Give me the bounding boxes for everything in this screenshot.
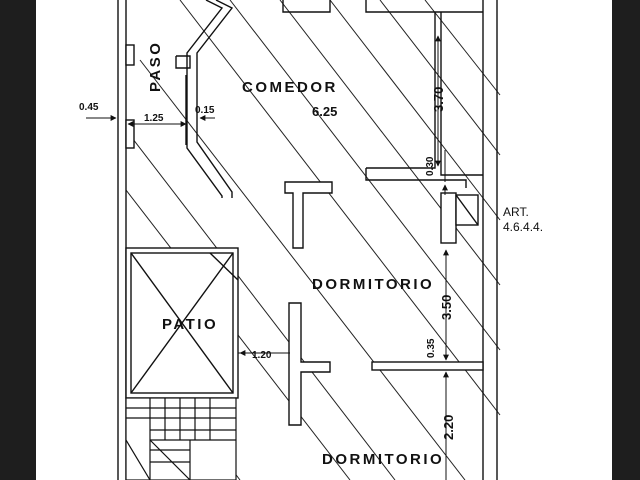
dimension-0-35: 0.35 — [426, 338, 437, 358]
dimension-3-50: 3.50 — [439, 295, 454, 320]
left-margin — [0, 0, 36, 480]
dimension-0-30: 0.30 — [425, 156, 436, 176]
dormitorio-right-wall — [371, 361, 484, 371]
article-ref-line-1: ART. — [503, 205, 529, 219]
passage-curved-wall — [175, 0, 234, 198]
center-t-wall — [284, 181, 333, 249]
paso-label: PASO — [147, 41, 164, 92]
dimension-1-20: 1.20 — [252, 350, 272, 361]
article-ref-line-2: 4.6.4.4. — [503, 220, 543, 234]
dormitorio-label-upper: DORMITORIO — [312, 276, 434, 293]
comedor-label: COMEDOR — [242, 79, 338, 96]
dimension-2-20: 2.20 — [441, 415, 456, 440]
top-wall-fragments — [282, 0, 483, 34]
right-margin — [612, 0, 640, 480]
comedor-area-label: 6.25 — [312, 104, 337, 119]
dimension-0-15: 0.15 — [195, 105, 215, 116]
dimension-3-70: 3.70 — [431, 87, 446, 112]
dimension-lines — [86, 35, 449, 480]
staircase — [125, 397, 237, 480]
left-wall-pillars — [125, 44, 135, 149]
dormitorio-label-lower: DORMITORIO — [322, 451, 444, 468]
patio-label: PATIO — [162, 316, 218, 333]
patio — [125, 247, 239, 399]
dormitorio-cross-wall — [288, 302, 331, 426]
door-box — [440, 192, 479, 244]
dimension-0-45: 0.45 — [79, 102, 99, 113]
paper-sheet — [36, 0, 612, 480]
dimension-1-25: 1.25 — [144, 113, 164, 124]
comedor-right-wall — [365, 34, 483, 188]
